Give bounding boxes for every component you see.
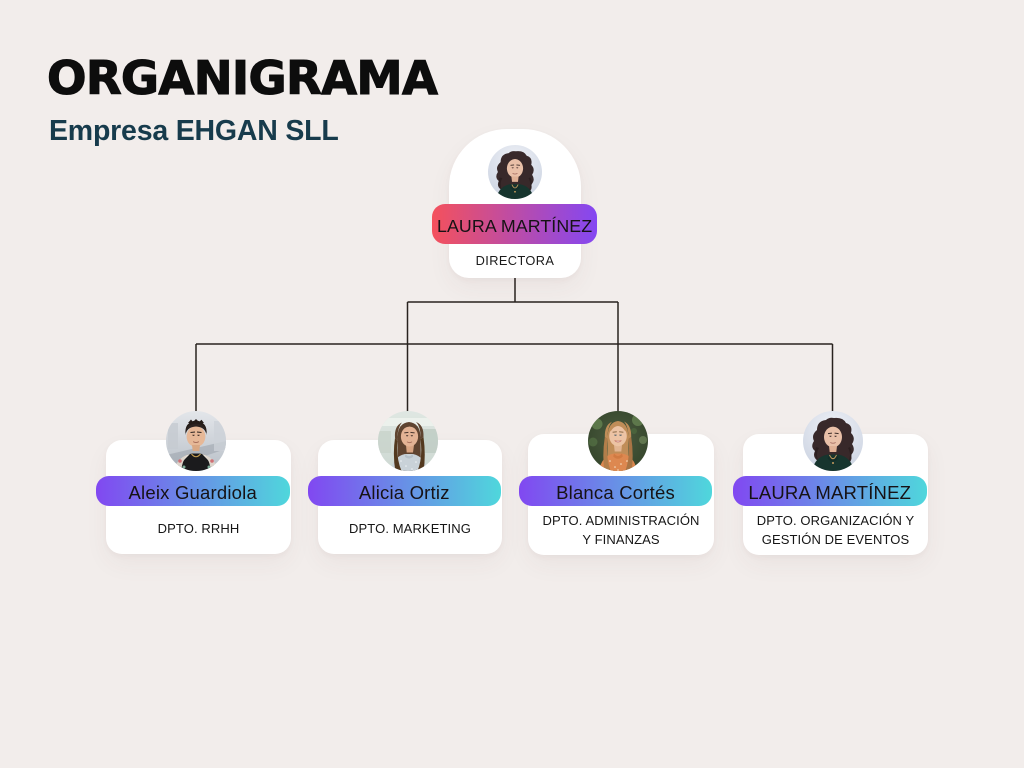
- dept-member-name: Alicia Ortiz: [358, 482, 450, 503]
- dept-card-administracion[interactable]: Blanca Cortés DPTO. ADMINISTRACIÓN Y FIN…: [519, 410, 714, 555]
- dept-name-pill-administracion: Blanca Cortés: [519, 475, 712, 506]
- dept-card-rrhh[interactable]: Aleix Guardiola DPTO. RRHH: [96, 410, 291, 554]
- page-subtitle: Empresa EHGAN SLL: [49, 114, 339, 147]
- dept-photo-marketing: [377, 410, 438, 471]
- dept-name-pill-marketing: Alicia Ortiz: [308, 475, 501, 506]
- dept-member-name: Blanca Cortés: [556, 482, 675, 503]
- director-name: LAURA MARTÍNEZ: [436, 215, 593, 236]
- dept-label-administracion: DPTO. ADMINISTRACIÓN Y FINANZAS: [542, 512, 700, 548]
- dept-photo-administracion: [588, 410, 648, 471]
- dept-card-marketing[interactable]: Alicia Ortiz DPTO. MARKETING: [308, 410, 502, 554]
- dept-name-pill-eventos: LAURA MARTÍNEZ: [733, 475, 927, 506]
- dept-name-pill-rrhh: Aleix Guardiola: [96, 475, 290, 506]
- director-photo: [488, 145, 542, 199]
- dept-photo-eventos: [802, 410, 863, 471]
- director-card[interactable]: LAURA MARTÍNEZ DIRECTORA: [432, 129, 597, 278]
- dept-label-eventos: DPTO. ORGANIZACIÓN Y GESTIÓN DE EVENTOS: [756, 512, 915, 548]
- director-name-pill: LAURA MARTÍNEZ: [432, 203, 597, 244]
- page-title: ORGANIGRAMA: [46, 51, 438, 105]
- dept-member-name: LAURA MARTÍNEZ: [748, 482, 912, 503]
- dept-label-marketing: DPTO. MARKETING: [349, 521, 471, 536]
- dept-label-rrhh: DPTO. RRHH: [157, 521, 240, 536]
- director-role: DIRECTORA: [475, 252, 555, 268]
- dept-photo-rrhh: [166, 410, 226, 471]
- dept-card-eventos[interactable]: LAURA MARTÍNEZ DPTO. ORGANIZACIÓN Y GEST…: [733, 410, 928, 555]
- dept-member-name: Aleix Guardiola: [128, 482, 257, 503]
